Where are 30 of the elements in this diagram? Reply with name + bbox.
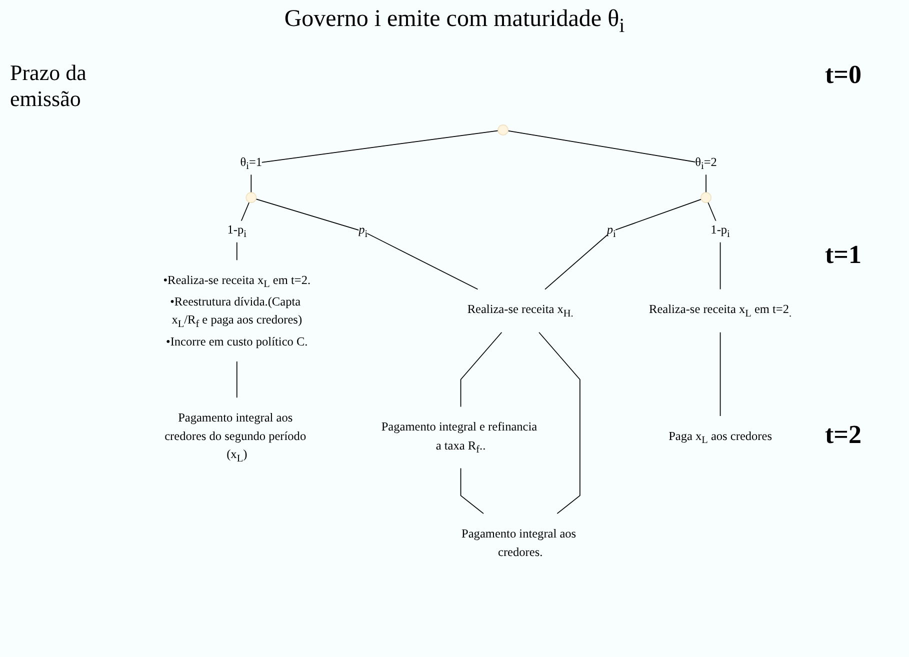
edge-label: θ$_{i}$=2 xyxy=(695,155,717,172)
node-text: Realiza-se receita x$_{H.}$ xyxy=(467,302,574,320)
time-label: t=1 xyxy=(825,240,862,270)
connector xyxy=(236,202,250,261)
time-label: t=0 xyxy=(825,60,862,90)
diagram-title: Governo i emite com maturidade θ$_{i}$ xyxy=(283,6,626,38)
connector xyxy=(460,468,484,514)
connector xyxy=(708,202,721,290)
node-point xyxy=(498,124,508,136)
node-point xyxy=(700,192,712,203)
node-text: Paga x$_{L}$ aos credores xyxy=(668,428,772,446)
node-text: Pagamento integral aos credores. xyxy=(462,526,576,559)
time-label: t=2 xyxy=(825,420,862,450)
node-text: Pagamento integral e refinancia a taxa R$_{f}$.. xyxy=(381,420,538,456)
edge-label: θ$_{i}$=1 xyxy=(240,155,262,172)
edge-label: 1-p$_{i}$ xyxy=(710,222,730,240)
connector xyxy=(250,130,498,193)
edge-label: 1-p$_{i}$ xyxy=(227,222,246,240)
node-text: Pagamento integral aos credores do segundo período (x$_{L}$) xyxy=(164,410,306,464)
connector xyxy=(544,198,702,290)
connector xyxy=(236,361,238,398)
connector xyxy=(460,332,502,408)
axis-note: Prazo da emissão xyxy=(10,60,88,112)
node-text: •Realiza-se receita x$_{L}$ em t=2. •Reestrutura dívida.(Capta x$_{L}$/R$_{f}$ e paga aos credores) •Incorre em custo político C. xyxy=(163,273,311,348)
node-text: Realiza-se receita x$_{L}$ em t=2$_{.}$ xyxy=(649,302,792,320)
connector xyxy=(508,130,706,193)
connector xyxy=(256,198,478,290)
connector xyxy=(720,332,721,416)
connector xyxy=(538,332,580,514)
node-point xyxy=(246,192,257,203)
